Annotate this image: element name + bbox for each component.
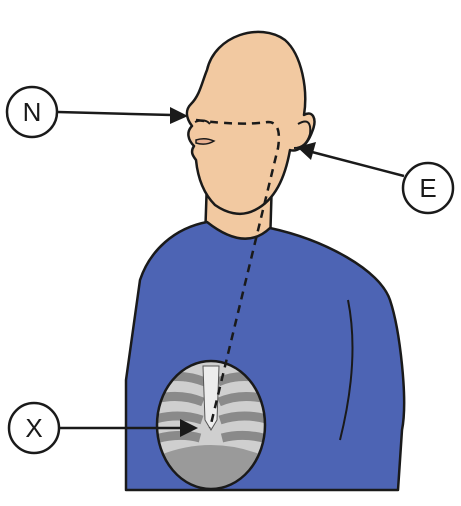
label-n: N xyxy=(5,85,59,139)
nose-pointer xyxy=(57,107,188,124)
label-n-text: N xyxy=(23,97,42,127)
mouth xyxy=(195,137,216,145)
label-e-text: E xyxy=(419,173,436,203)
chest-cutaway xyxy=(155,359,267,491)
label-x-text: X xyxy=(25,413,42,443)
shirt-crease xyxy=(339,299,354,441)
head xyxy=(185,30,316,216)
ear-pointer xyxy=(297,142,405,178)
label-x: X xyxy=(7,401,61,455)
xiphoid-pointer xyxy=(60,419,198,437)
label-e: E xyxy=(401,161,455,215)
nex-measurement-path xyxy=(195,118,281,429)
